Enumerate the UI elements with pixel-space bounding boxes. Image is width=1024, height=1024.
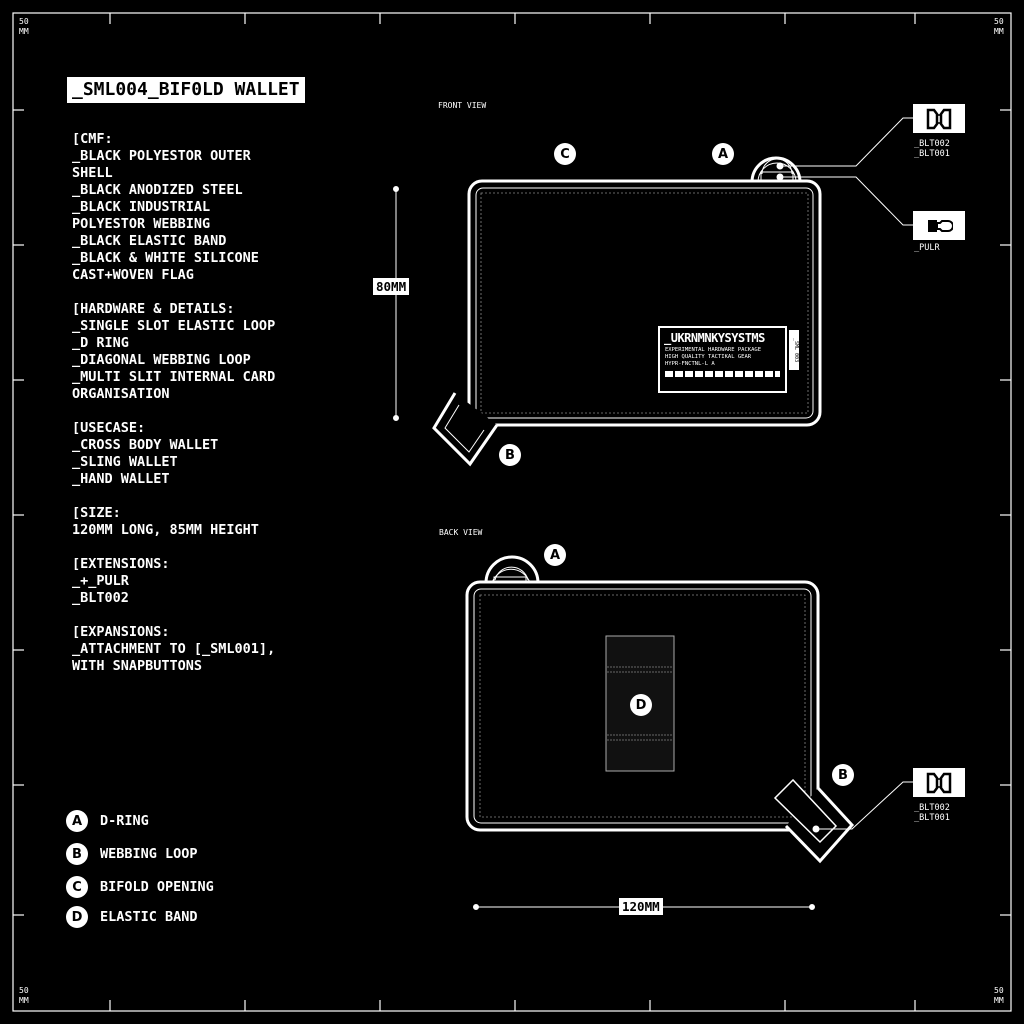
corner-unit: MM — [19, 996, 29, 1005]
marker-a: A — [712, 143, 734, 165]
spec-line: _HAND WALLET — [72, 471, 170, 487]
marker-a: A — [544, 544, 566, 566]
spec-line: _BLACK INDUSTRIAL — [72, 199, 211, 215]
legend-marker: D — [66, 906, 88, 928]
spec-line: WITH SNAPBUTTONS — [72, 658, 203, 674]
front-view-label: FRONT VIEW — [438, 101, 487, 110]
spec-line: _BLACK ELASTIC BAND — [72, 233, 227, 249]
spec-line: _SINGLE SLOT ELASTIC LOOP — [72, 318, 276, 334]
spec-line: POLYESTOR WEBBING — [72, 216, 211, 232]
spec-line: CAST+WOVEN FLAG — [72, 267, 194, 283]
callout-label: _BLT002_BLT001 — [914, 803, 950, 823]
spacer — [72, 284, 275, 301]
buckle-icon — [913, 104, 965, 133]
spec-line: _BLACK ANODIZED STEEL — [72, 182, 243, 198]
spec-heading: [CMF: — [72, 131, 113, 147]
marker-b: B — [832, 764, 854, 786]
spacer — [72, 539, 275, 556]
legend-label: D-RING — [100, 813, 149, 829]
width-dimension-label: 120MM — [619, 898, 663, 915]
legend-marker: C — [66, 876, 88, 898]
spec-line: ORGANISATION — [72, 386, 170, 402]
spacer — [72, 607, 275, 624]
marker-d: D — [630, 694, 652, 716]
back-view-label: BACK VIEW — [439, 528, 483, 537]
spec-line: _SLING WALLET — [72, 454, 178, 470]
corner-value: 50 — [994, 17, 1004, 26]
flag-side-label: _SML 003 — [789, 330, 799, 370]
spec-heading: [SIZE: — [72, 505, 121, 521]
callout-line: _BLT001 — [914, 149, 950, 159]
corner-value: 50 — [19, 986, 29, 995]
callout-line: _BLT001 — [914, 813, 950, 823]
marker-c: C — [554, 143, 576, 165]
legend-item: D ELASTIC BAND — [66, 906, 198, 928]
page-title: _SML004_BIF0LD WALLET — [67, 77, 305, 103]
spec-line: SHELL — [72, 165, 113, 181]
spec-heading: [HARDWARE & DETAILS: — [72, 301, 235, 317]
marker-b: B — [499, 444, 521, 466]
spec-line: _ATTACHMENT TO [_SML001], — [72, 641, 276, 657]
spec-line: _CROSS BODY WALLET — [72, 437, 219, 453]
corner-unit: MM — [994, 996, 1004, 1005]
spec-line: _BLACK & WHITE SILICONE — [72, 250, 259, 266]
spec-line: _BLACK POLYESTOR OUTER — [72, 148, 251, 164]
flag-line: EXPERIMENTAL HARDWARE PACKAGE — [665, 347, 762, 353]
legend-label: ELASTIC BAND — [100, 909, 198, 925]
legend-label: WEBBING LOOP — [100, 846, 198, 862]
front-wallet — [393, 117, 913, 467]
legend-item: B WEBBING LOOP — [66, 843, 198, 865]
callout-label: _PULR — [914, 243, 940, 253]
height-dimension-label: 80MM — [373, 278, 410, 295]
corner-value: 50 — [19, 17, 29, 26]
frame-border — [12, 12, 1012, 1012]
brand-flag: _UKRNMNKYSYSTMS EXPERIMENTAL HARDWARE PA… — [658, 326, 799, 393]
spacer — [72, 403, 275, 420]
spec-line: _DIAGONAL WEBBING LOOP — [72, 352, 251, 368]
spec-line: _BLT002 — [72, 590, 129, 606]
corner-value: 50 — [994, 986, 1004, 995]
spec-heading: [EXTENSIONS: — [72, 556, 170, 572]
callout-label: _BLT002_BLT001 — [914, 139, 950, 159]
legend-label: BIFOLD OPENING — [100, 879, 214, 895]
puller-icon — [913, 211, 965, 240]
brand-logo: _UKRNMNKYSYSTMS — [664, 331, 765, 345]
legend-item: C BIFOLD OPENING — [66, 876, 214, 898]
legend-marker: B — [66, 843, 88, 865]
flag-line: HYPR-FNCTNL-L A — [665, 361, 715, 367]
corner-unit: MM — [994, 27, 1004, 36]
spec-heading: [USECASE: — [72, 420, 146, 436]
spacer — [72, 488, 275, 505]
spec-heading: [EXPANSIONS: — [72, 624, 170, 640]
spec-line: _+_PULR — [72, 573, 129, 589]
frame — [12, 12, 1012, 1012]
legend-item: A D-RING — [66, 810, 149, 832]
callout-line: _BLT002 — [914, 139, 950, 149]
back-wallet — [465, 555, 913, 910]
flag-line: HIGH QUALITY TACTIKAL GEAR — [665, 354, 752, 360]
corner-unit: MM — [19, 27, 29, 36]
buckle-icon — [913, 768, 965, 797]
spec-line: _D RING — [72, 335, 129, 351]
spec-line: 120MM LONG, 85MM HEIGHT — [72, 522, 259, 538]
barcode — [665, 371, 780, 377]
legend-marker: A — [66, 810, 88, 832]
callout-line: _BLT002 — [914, 803, 950, 813]
elastic-band — [605, 635, 675, 772]
spec-line: _MULTI SLIT INTERNAL CARD — [72, 369, 276, 385]
